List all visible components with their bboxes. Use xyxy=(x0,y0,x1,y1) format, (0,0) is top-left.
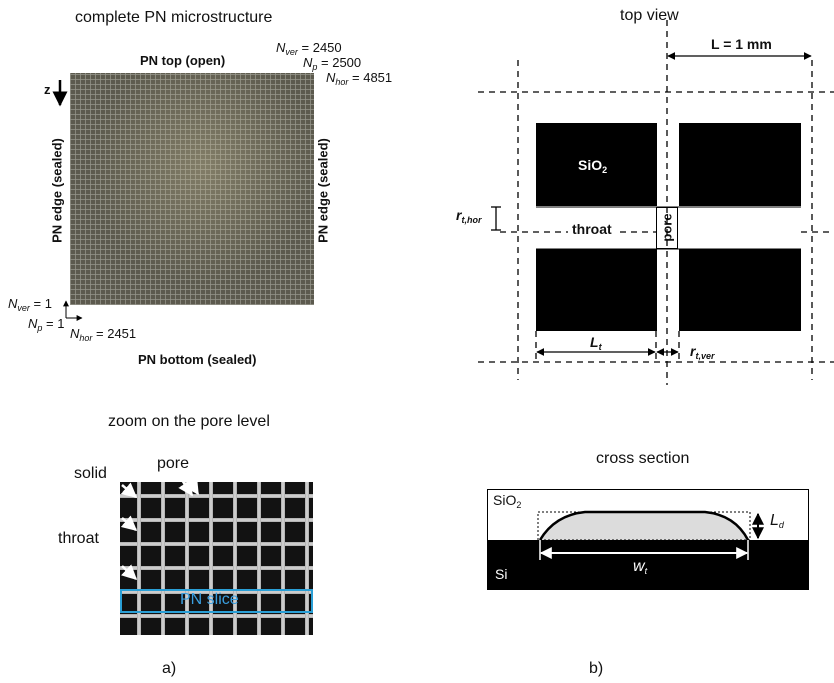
throat-pointer-2 xyxy=(121,564,138,581)
pn-slice-label: PN slice xyxy=(180,591,239,608)
r-t-hor-label: rt,hor xyxy=(456,207,482,225)
z-axis-label: z xyxy=(44,82,51,97)
throat-label: throat xyxy=(58,530,99,547)
cross-section-title: cross section xyxy=(596,450,690,467)
panel-a-title: complete PN microstructure xyxy=(75,9,273,26)
cs-sio2-label: SiO2 xyxy=(493,492,522,510)
cs-si-label: Si xyxy=(495,566,508,582)
pore-network-image xyxy=(70,73,314,305)
n-hor-top-label: Nhor = 4851 xyxy=(326,70,393,87)
sio2-label: SiO2 xyxy=(578,157,608,175)
pore-label: pore xyxy=(157,455,190,472)
n-ver-bottom-label: Nver = 1 xyxy=(8,296,52,313)
l-d-label: Ld xyxy=(770,512,784,530)
zoom-title: zoom on the pore level xyxy=(108,413,270,430)
solid-pointer-arrow xyxy=(120,482,138,498)
throat-label-top-view: throat xyxy=(572,221,612,237)
n-hor-bottom-label: Nhor = 2451 xyxy=(70,326,137,343)
l-t-label: Lt xyxy=(590,334,602,352)
n-p-top-label: Np = 2500 xyxy=(303,55,362,72)
panel-b-caption: b) xyxy=(589,660,604,677)
pn-slice-box xyxy=(120,589,313,613)
panel-b-title: top view xyxy=(620,7,679,24)
length-label: L = 1 mm xyxy=(711,36,772,52)
pn-bottom-label: PN bottom (sealed) xyxy=(138,352,257,367)
sio2-block-top-right xyxy=(679,123,801,206)
sio2-block-top-left xyxy=(536,123,657,206)
n-p-bottom-label: Np = 1 xyxy=(28,316,65,333)
throat-cross-section xyxy=(540,512,748,540)
zoom-pore-image xyxy=(120,482,313,635)
panel-a-caption: a) xyxy=(162,660,177,677)
r-t-ver-label: rt,ver xyxy=(690,343,715,361)
sio2-block-bottom-right xyxy=(679,249,801,331)
pn-top-label: PN top (open) xyxy=(140,53,226,68)
n-ver-top-label: Nver = 2450 xyxy=(276,40,342,57)
pore-pointer-2 xyxy=(184,477,200,496)
w-t-label: wt xyxy=(633,558,648,576)
throat-dotted-rect xyxy=(537,511,751,541)
sio2-block-bottom-left xyxy=(536,249,657,331)
solid-label: solid xyxy=(74,465,107,482)
throat-pointer-1 xyxy=(120,515,138,531)
